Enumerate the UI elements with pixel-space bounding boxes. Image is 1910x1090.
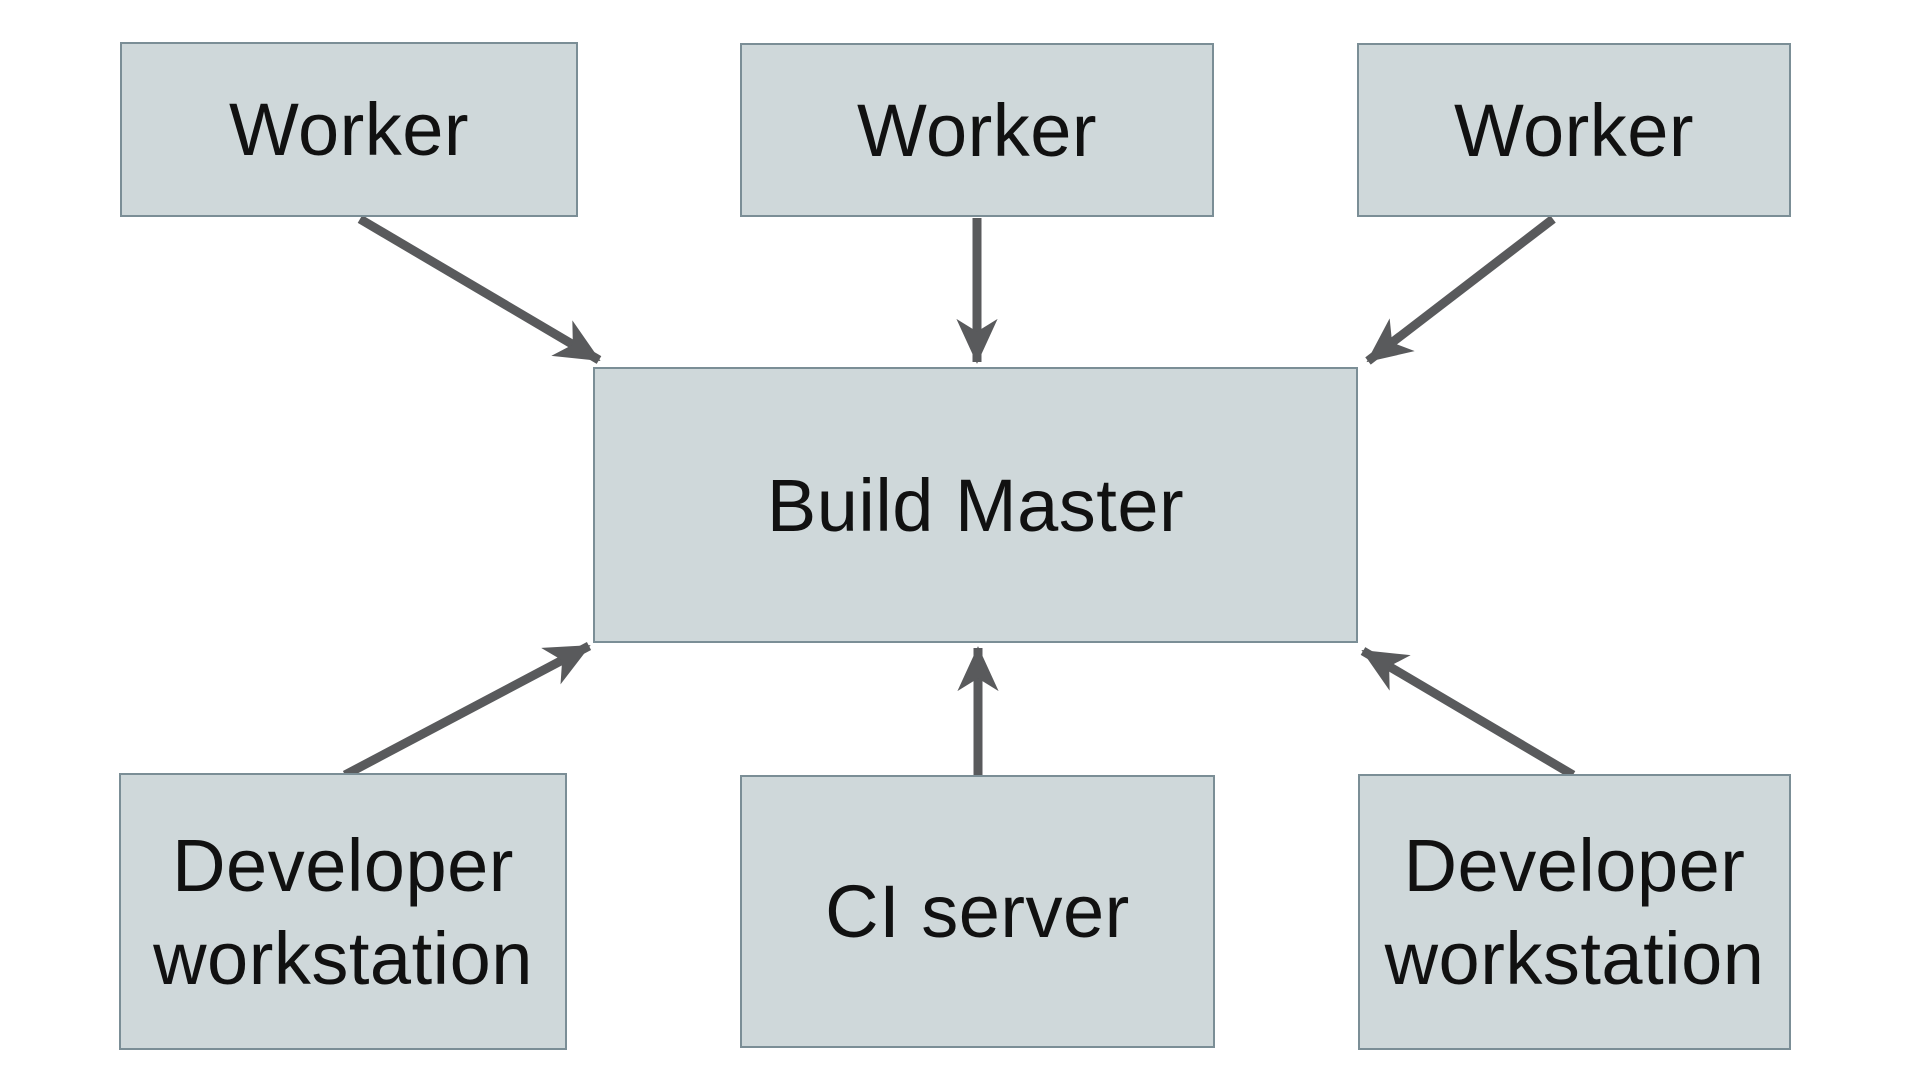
node-label: Worker xyxy=(856,88,1098,172)
arrow-dev-right-to-build-master xyxy=(1360,647,1576,779)
node-build-master: Build Master xyxy=(593,367,1358,643)
node-worker-top-center: Worker xyxy=(740,43,1214,217)
node-ci-server: CI server xyxy=(740,775,1215,1048)
arrow-worker-right-to-build-master xyxy=(1365,215,1556,365)
node-worker-top-right: Worker xyxy=(1357,43,1791,217)
node-developer-workstation-right: Developer workstation xyxy=(1358,774,1791,1050)
arrow-worker-left-to-build-master xyxy=(357,215,602,364)
node-worker-top-left: Worker xyxy=(120,42,578,217)
node-label: Worker xyxy=(228,88,470,171)
node-label: Developer workstation xyxy=(153,823,533,1000)
node-label: Worker xyxy=(1453,88,1695,172)
node-label: Build Master xyxy=(766,463,1185,547)
node-developer-workstation-left: Developer workstation xyxy=(119,773,567,1050)
node-label: Developer workstation xyxy=(1384,824,1765,1000)
node-label: CI server xyxy=(825,870,1130,953)
arrow-dev-left-to-build-master xyxy=(342,642,592,779)
